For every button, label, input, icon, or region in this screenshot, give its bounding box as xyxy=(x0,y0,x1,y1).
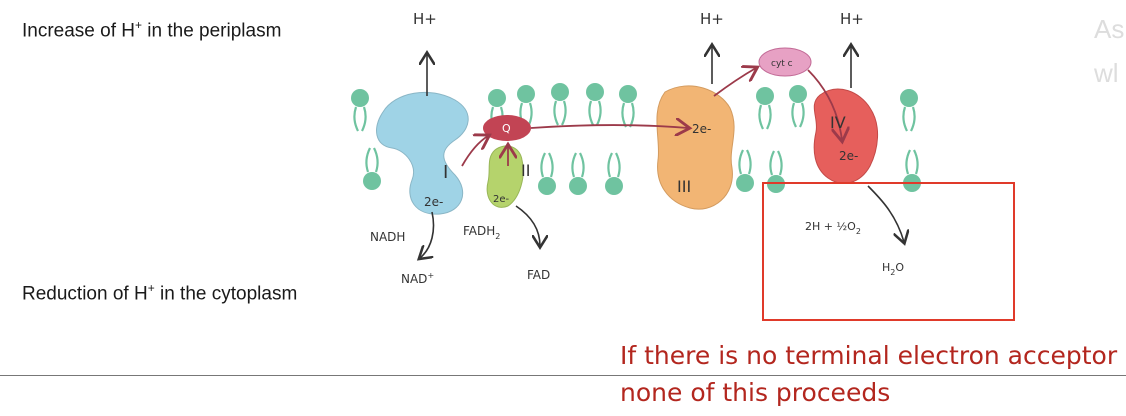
q-shape xyxy=(483,115,531,141)
h-plus-label-2: H+ xyxy=(700,10,724,28)
nadh-label: NADH xyxy=(370,230,405,244)
electrons-label-3: 2e- xyxy=(692,122,711,136)
oxygen-reaction-label: 2H + ½O2 xyxy=(805,220,861,236)
faded-text-line1: As xyxy=(1094,14,1125,44)
complex-2-shape xyxy=(486,145,524,208)
cytoplasm-label-prefix: Reduction of H xyxy=(22,283,148,305)
fadh2-label: FADH2 xyxy=(463,224,500,241)
horizontal-divider xyxy=(0,375,1126,376)
fad-label: FAD xyxy=(527,268,550,282)
periplasm-label-sup: + xyxy=(135,18,143,32)
complex-3-shape xyxy=(656,85,735,210)
h-plus-label-1: H+ xyxy=(413,10,437,28)
water-label: H2O xyxy=(882,261,904,277)
complex-3-label: III xyxy=(677,177,691,196)
electrons-label-1: 2e- xyxy=(424,195,443,209)
complex-1-label: I xyxy=(443,162,448,183)
note-line-2: none of this proceeds xyxy=(620,378,891,407)
complex-4-shape xyxy=(813,88,878,184)
complex-4-label: IV xyxy=(830,113,846,132)
electrons-label-2: 2e- xyxy=(493,194,510,205)
complex-2-label: II xyxy=(521,161,530,180)
cytoplasm-label: Reduction of H+ in the cytoplasm xyxy=(22,281,297,305)
periplasm-label-suffix: in the periplasm xyxy=(142,20,282,42)
terminal-acceptor-highlight-box xyxy=(762,182,1015,321)
cytoplasm-label-sup: + xyxy=(147,281,155,295)
periplasm-label-prefix: Increase of H xyxy=(22,20,135,42)
q-label: Q xyxy=(502,122,511,135)
complex-1-shape xyxy=(376,91,469,215)
electrons-label-4: 2e- xyxy=(839,149,858,163)
h-plus-label-3: H+ xyxy=(840,10,864,28)
faded-text-line2: wl xyxy=(1094,58,1119,88)
nad-label: NAD+ xyxy=(401,271,434,286)
cyt-c-shape xyxy=(758,47,812,77)
membrane-lipids xyxy=(351,83,921,195)
cytoplasm-label-suffix: in the cytoplasm xyxy=(154,283,298,305)
periplasm-label: Increase of H+ in the periplasm xyxy=(22,18,281,42)
cyt-c-label: cyt c xyxy=(771,59,793,69)
note-line-1: If there is no terminal electron accepto… xyxy=(620,341,1118,370)
